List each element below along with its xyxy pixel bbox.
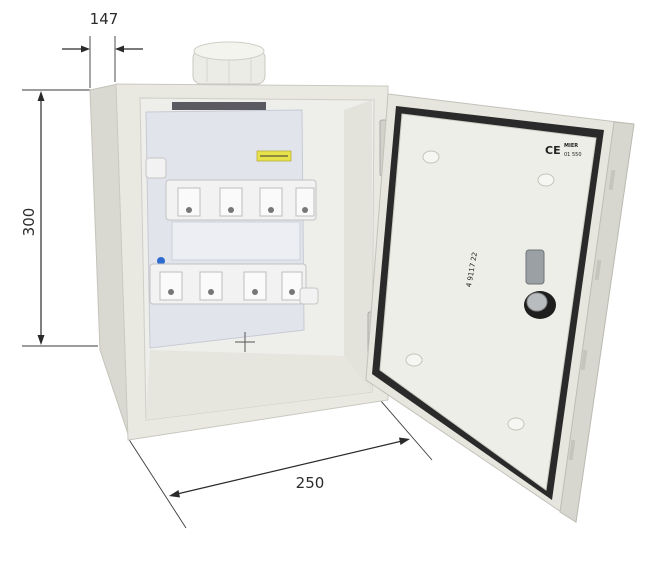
bottom-screw-4 bbox=[289, 289, 295, 295]
top-screw-3 bbox=[268, 207, 274, 213]
bottom-terminal-2 bbox=[199, 271, 223, 301]
top-screw-2 bbox=[228, 207, 234, 213]
blue-indicator bbox=[157, 257, 165, 265]
isolator-switch bbox=[145, 150, 319, 305]
dark-rail bbox=[172, 102, 266, 110]
bottom-terminal-block bbox=[149, 263, 307, 305]
top-screw-4 bbox=[302, 207, 308, 213]
door-boss-2 bbox=[537, 173, 555, 187]
ce-mark: CE bbox=[545, 144, 561, 157]
crosshair-marker bbox=[235, 332, 255, 352]
depth-arrowhead-left bbox=[81, 45, 90, 53]
left-conduit bbox=[145, 157, 167, 179]
width-arrowhead-left bbox=[169, 490, 180, 498]
switch-body bbox=[171, 221, 301, 261]
label-code: 01 550 bbox=[564, 152, 582, 158]
lock-icon bbox=[524, 249, 556, 319]
rim-slot-3 bbox=[580, 349, 588, 371]
height-arrowhead-bottom bbox=[37, 335, 45, 345]
bottom-screw-3 bbox=[252, 289, 258, 295]
rim-slot-1 bbox=[608, 169, 616, 191]
top-terminal-2 bbox=[219, 187, 243, 217]
depth-value: 147 bbox=[90, 10, 119, 28]
lock-face bbox=[526, 292, 548, 312]
door-boss-4 bbox=[507, 417, 525, 431]
top-screw-1 bbox=[186, 207, 192, 213]
rim-slot-4 bbox=[568, 439, 576, 461]
bottom-terminal-4 bbox=[281, 271, 303, 301]
door-boss-3 bbox=[405, 353, 423, 367]
rim-slot-2 bbox=[594, 259, 602, 281]
cable-gland bbox=[192, 41, 266, 85]
depth-arrowhead-right bbox=[115, 45, 124, 53]
depth-dimension: 147 bbox=[62, 10, 143, 88]
lock-key bbox=[525, 249, 545, 285]
enclosure-door: CE MIER 01 550 4 9117 22 bbox=[365, 93, 635, 523]
width-value: 250 bbox=[296, 474, 325, 492]
bottom-terminal-3 bbox=[243, 271, 267, 301]
right-conduit bbox=[299, 287, 319, 305]
door-boss-1 bbox=[422, 150, 440, 164]
height-dimension: 300 bbox=[20, 89, 98, 347]
door-rim bbox=[559, 121, 635, 523]
bottom-screw-2 bbox=[208, 289, 214, 295]
width-arrowhead-right bbox=[399, 437, 410, 445]
width-extension-right bbox=[373, 392, 433, 461]
top-terminal-3 bbox=[259, 187, 283, 217]
interior-floor bbox=[146, 350, 372, 420]
height-value: 300 bbox=[20, 208, 38, 237]
height-arrowhead-top bbox=[37, 91, 45, 101]
width-extension-left bbox=[127, 437, 187, 529]
door-inner-panel bbox=[379, 113, 597, 491]
top-terminal-1 bbox=[177, 187, 201, 217]
bottom-terminal-1 bbox=[159, 271, 183, 301]
top-terminal-4 bbox=[295, 187, 315, 217]
interior-right-wall bbox=[344, 100, 372, 392]
bottom-screw-1 bbox=[168, 289, 174, 295]
brand-text: MIER bbox=[564, 143, 578, 149]
width-dimension: 250 bbox=[127, 392, 433, 529]
gland-cap-top bbox=[193, 41, 265, 61]
width-arrow-line bbox=[176, 440, 403, 495]
